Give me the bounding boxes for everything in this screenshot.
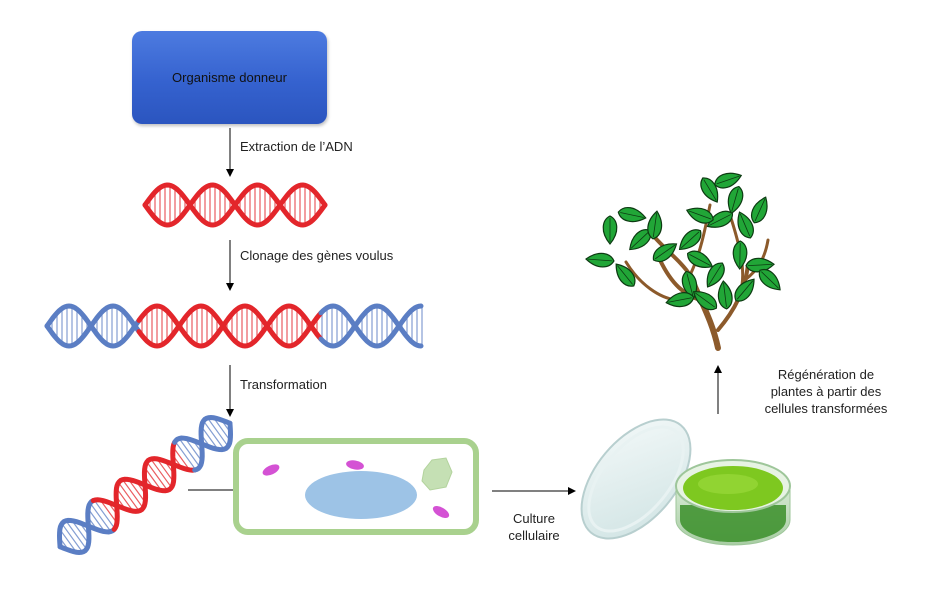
donor-dna-helix: [142, 182, 328, 228]
organelle-2: [346, 460, 364, 470]
vector-dna-helix: [56, 414, 234, 556]
step-transformation-label: Transformation: [240, 377, 327, 392]
organelle-1: [262, 464, 280, 476]
step-regeneration-label: Régénération de plantes à partir des cel…: [764, 367, 888, 416]
donor-organism-box: Organisme donneur: [132, 31, 327, 124]
plant-leaf: [714, 172, 743, 189]
organelle-3: [432, 506, 450, 518]
recombinant-dna-helix: [44, 303, 424, 349]
cell-nucleus: [305, 471, 417, 519]
step-cloning-label: Clonage des gènes voulus: [240, 248, 394, 263]
step-extraction-label: Extraction de l’ADN: [240, 139, 353, 154]
step-culture-label: Culture cellulaire: [508, 511, 560, 543]
donor-organism-label: Organisme donneur: [172, 70, 287, 85]
plant-cell: [233, 438, 479, 535]
chloroplast-shape: [421, 457, 453, 491]
plant-leaf: [685, 207, 714, 224]
petri-dish: [580, 418, 791, 546]
regenerated-plant: [585, 172, 781, 351]
plant-leaf: [617, 207, 647, 223]
